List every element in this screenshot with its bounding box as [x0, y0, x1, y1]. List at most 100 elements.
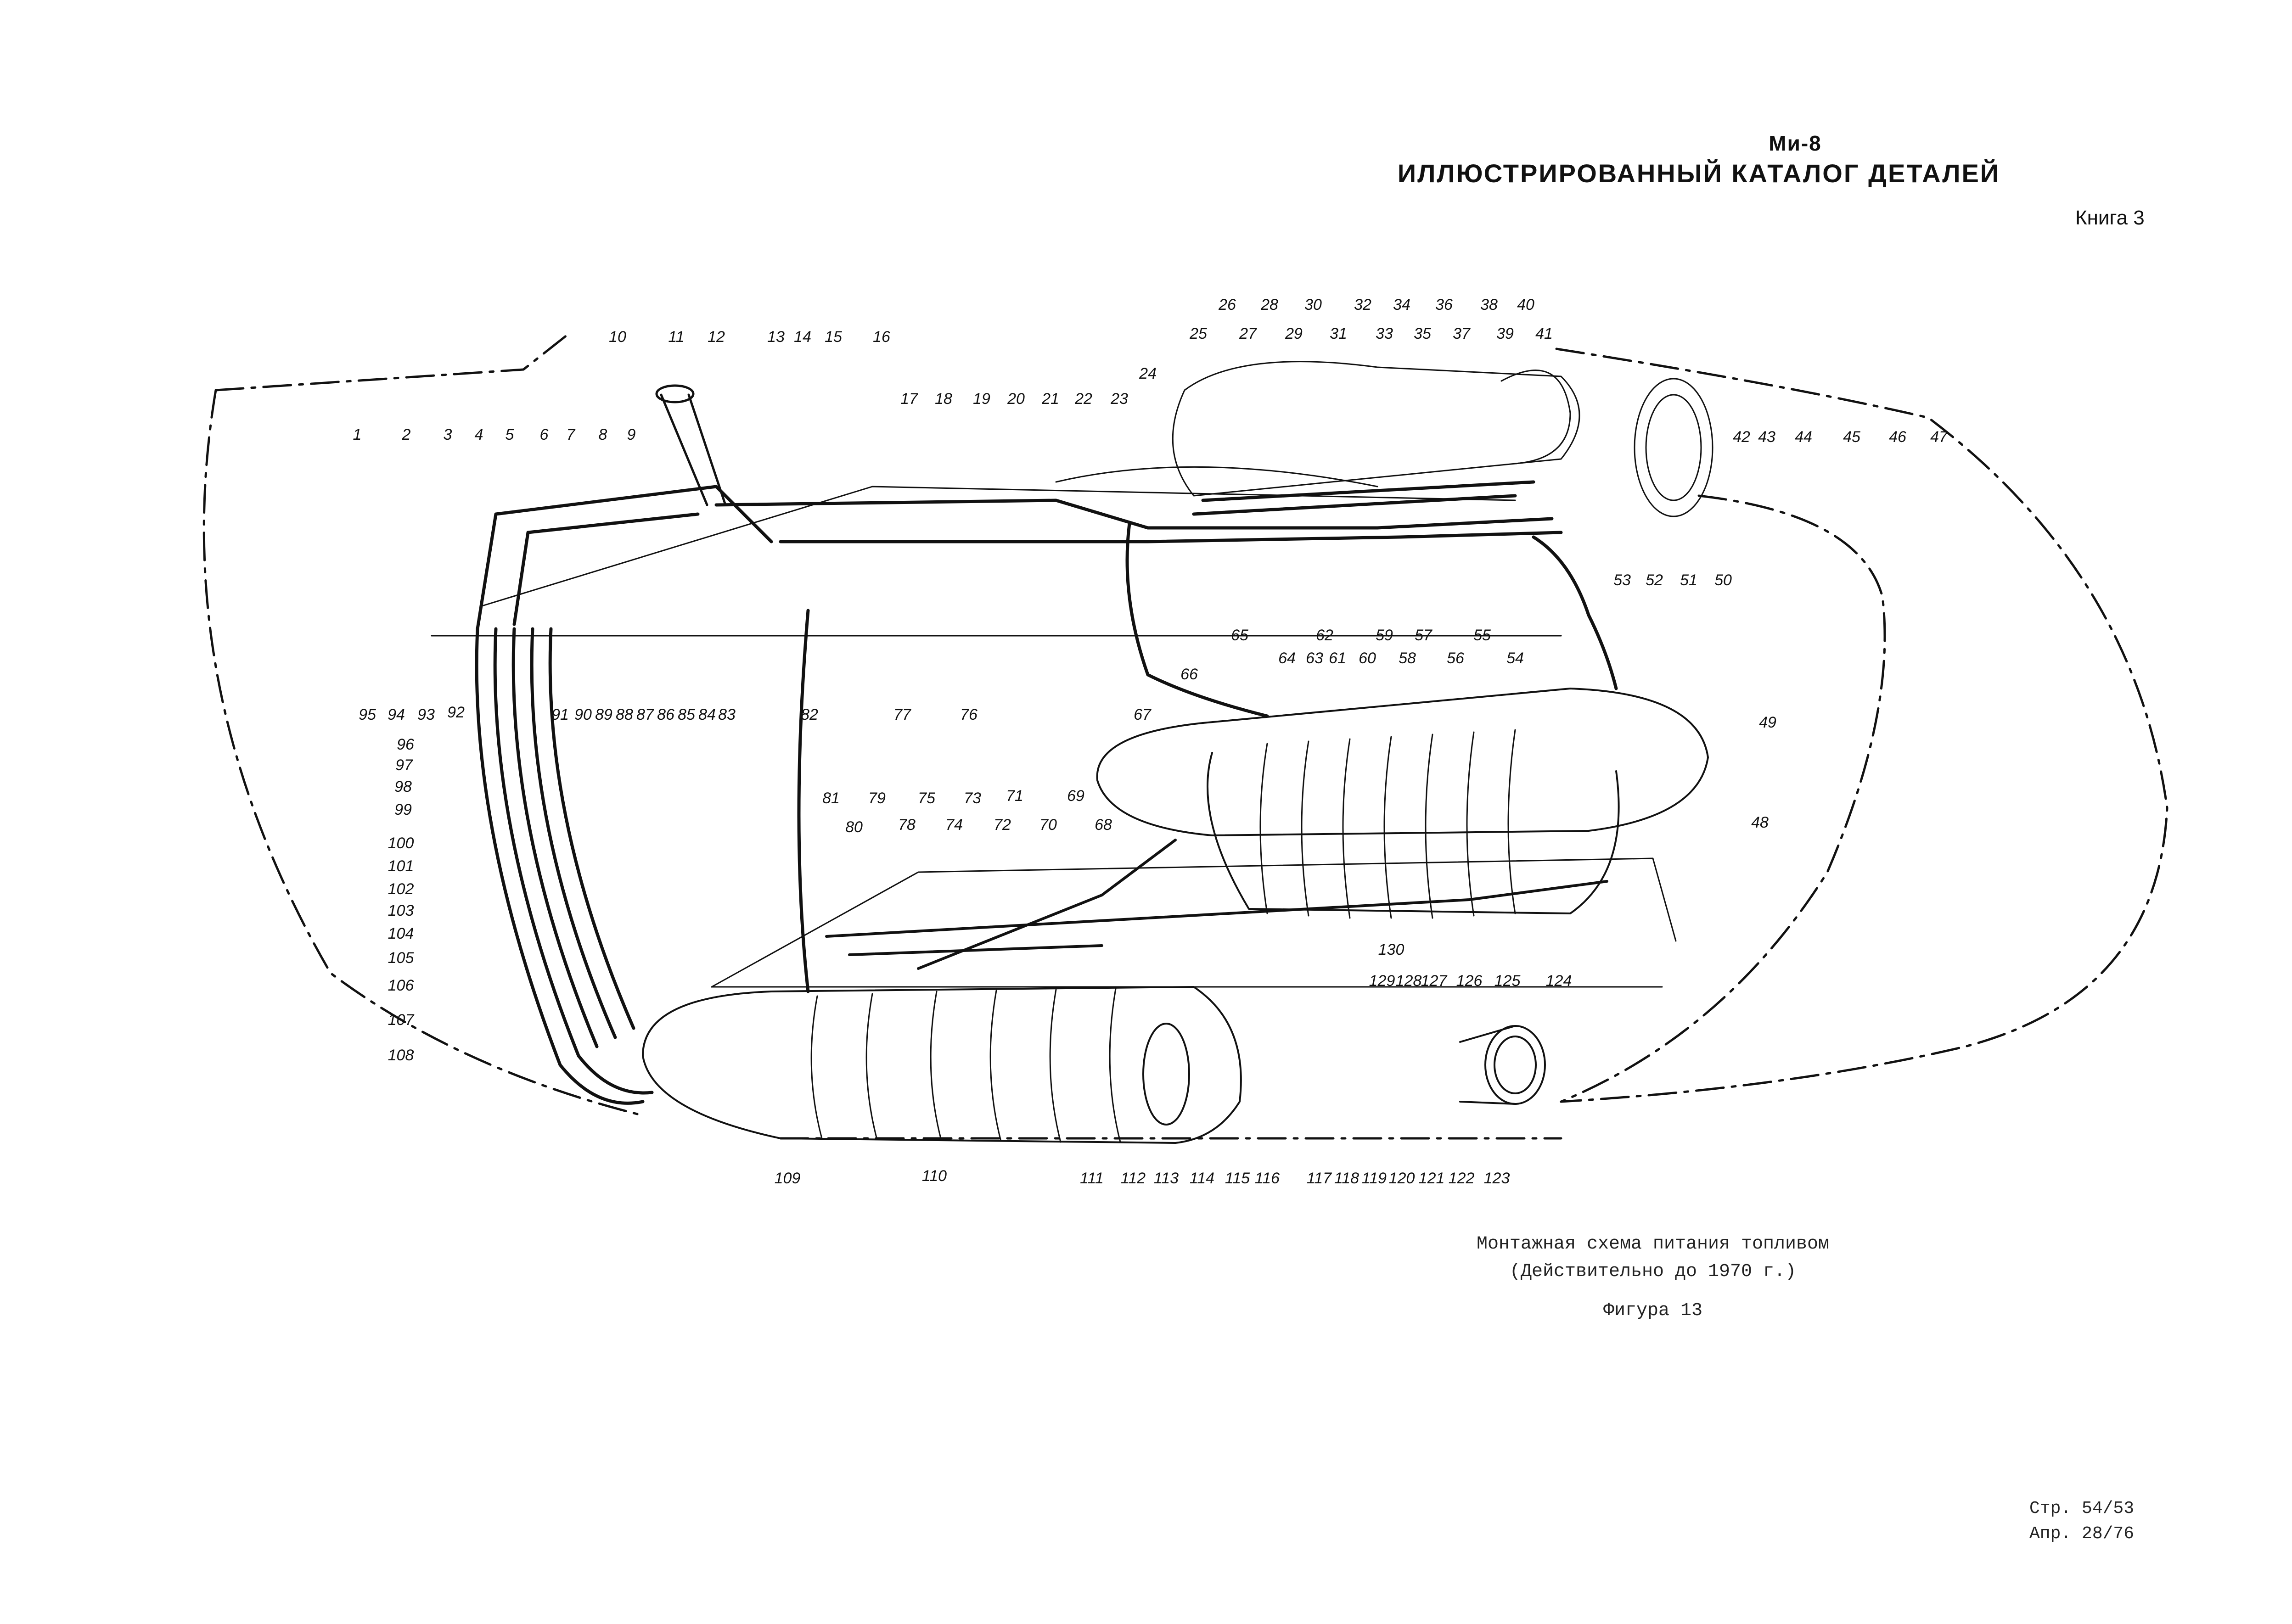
- callout-50: 50: [1714, 571, 1732, 589]
- callout-29: 29: [1285, 325, 1303, 342]
- callout-110: 110: [922, 1167, 947, 1185]
- callout-5: 5: [506, 426, 514, 443]
- callout-102: 102: [388, 880, 414, 898]
- callout-106: 106: [388, 977, 414, 994]
- callout-59: 59: [1376, 627, 1393, 644]
- callout-34: 34: [1393, 296, 1410, 314]
- callout-45: 45: [1843, 428, 1860, 446]
- callout-113: 113: [1154, 1170, 1179, 1187]
- callout-96: 96: [397, 736, 414, 753]
- callout-80: 80: [845, 818, 863, 836]
- callout-125: 125: [1494, 972, 1521, 990]
- callout-130: 130: [1378, 941, 1404, 958]
- callout-30: 30: [1304, 296, 1322, 314]
- callout-116: 116: [1255, 1170, 1280, 1187]
- callout-33: 33: [1376, 325, 1393, 342]
- callout-72: 72: [994, 816, 1011, 834]
- callout-23: 23: [1110, 390, 1128, 408]
- callout-91: 91: [551, 706, 569, 723]
- callout-9: 9: [627, 426, 636, 443]
- callout-39: 39: [1496, 325, 1514, 342]
- callout-55: 55: [1473, 627, 1491, 644]
- callout-118: 118: [1334, 1170, 1359, 1187]
- callout-107: 107: [388, 1011, 415, 1029]
- callout-108: 108: [388, 1047, 414, 1064]
- callout-127: 127: [1421, 972, 1448, 990]
- callout-12: 12: [708, 328, 725, 346]
- callout-129: 129: [1369, 972, 1395, 990]
- callout-19: 19: [973, 390, 990, 408]
- callout-44: 44: [1795, 428, 1812, 446]
- callout-64: 64: [1278, 650, 1296, 667]
- callout-74: 74: [945, 816, 963, 834]
- callout-2: 2: [402, 426, 411, 443]
- callout-4: 4: [475, 426, 483, 443]
- callout-87: 87: [636, 706, 654, 723]
- callout-22: 22: [1074, 390, 1092, 408]
- callout-99: 99: [394, 801, 412, 818]
- callout-122: 122: [1449, 1170, 1475, 1187]
- callout-62: 62: [1316, 627, 1333, 644]
- fuselage-outline: [202, 334, 2168, 1140]
- callout-58: 58: [1399, 650, 1416, 667]
- figure-number: Фигура 13: [1603, 1300, 1703, 1321]
- callout-3: 3: [444, 426, 452, 443]
- callout-115: 115: [1225, 1170, 1250, 1187]
- drain-filter: [1459, 1025, 1546, 1105]
- callout-86: 86: [657, 706, 674, 723]
- callout-112: 112: [1121, 1170, 1146, 1187]
- callout-51: 51: [1680, 571, 1697, 589]
- callout-43: 43: [1758, 428, 1775, 446]
- callout-46: 46: [1889, 428, 1906, 446]
- callout-114: 114: [1190, 1170, 1214, 1187]
- callout-20: 20: [1007, 390, 1025, 408]
- callout-71: 71: [1006, 787, 1023, 805]
- engine-feed-lines: [714, 480, 1618, 718]
- callout-8: 8: [599, 426, 607, 443]
- callout-124: 124: [1546, 972, 1572, 990]
- caption-title: Монтажная схема питания топливом: [1476, 1234, 1830, 1254]
- callout-31: 31: [1330, 325, 1347, 342]
- engine-area: [1172, 361, 1713, 517]
- callout-63: 63: [1306, 650, 1323, 667]
- callout-70: 70: [1039, 816, 1057, 834]
- callout-7: 7: [567, 426, 576, 443]
- callout-56: 56: [1447, 650, 1464, 667]
- callout-104: 104: [388, 925, 414, 942]
- callout-52: 52: [1646, 571, 1663, 589]
- callout-26: 26: [1218, 296, 1236, 314]
- callout-76: 76: [960, 706, 977, 723]
- callout-17: 17: [900, 390, 918, 408]
- callout-66: 66: [1180, 666, 1198, 683]
- callout-25: 25: [1189, 325, 1207, 342]
- callout-47: 47: [1930, 428, 1948, 446]
- callout-128: 128: [1396, 972, 1422, 990]
- callout-61: 61: [1329, 650, 1346, 667]
- callout-10: 10: [609, 328, 626, 346]
- callout-89: 89: [595, 706, 612, 723]
- callout-68: 68: [1095, 816, 1112, 834]
- callout-101: 101: [388, 857, 414, 875]
- callout-120: 120: [1389, 1170, 1415, 1187]
- callout-85: 85: [678, 706, 695, 723]
- callout-77: 77: [893, 706, 911, 723]
- callout-81: 81: [822, 790, 840, 807]
- callout-41: 41: [1535, 325, 1553, 342]
- callout-14: 14: [794, 328, 811, 346]
- revision-date: Апр. 28/76: [2029, 1524, 2135, 1544]
- callout-60: 60: [1359, 650, 1376, 667]
- callout-92: 92: [447, 704, 465, 721]
- callout-100: 100: [388, 834, 414, 852]
- callout-24: 24: [1139, 365, 1157, 382]
- callout-105: 105: [388, 949, 414, 967]
- callout-18: 18: [935, 390, 952, 408]
- callout-27: 27: [1239, 325, 1257, 342]
- callout-36: 36: [1435, 296, 1453, 314]
- caption-validity: (Действительно до 1970 г.): [1509, 1261, 1797, 1282]
- catalog-title: ИЛЛЮСТРИРОВАННЫЙ КАТАЛОГ ДЕТАЛЕЙ: [1397, 159, 2000, 188]
- callout-93: 93: [417, 706, 435, 723]
- callout-21: 21: [1041, 390, 1059, 408]
- callout-123: 123: [1484, 1170, 1510, 1187]
- transfer-lines: [825, 839, 1608, 970]
